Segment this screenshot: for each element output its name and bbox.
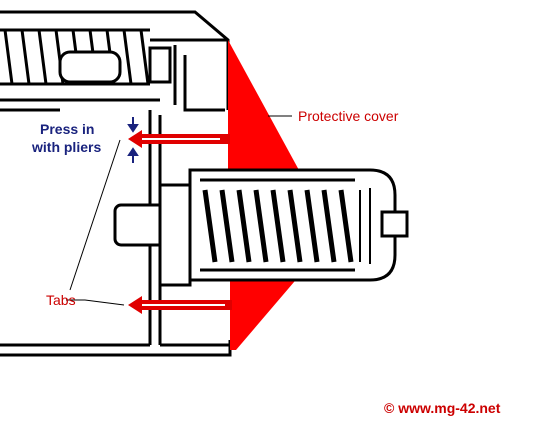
protective-cover-label: Protective cover [298,108,399,124]
press-in-label-line1: Press in [40,121,94,137]
leader-lines [66,115,292,306]
protective-cover-lower [230,275,300,350]
protective-cover-upper [228,40,300,172]
press-in-label-line2: with pliers [31,139,101,155]
spring-cap-lines [359,188,371,264]
lower-spring [202,189,354,263]
tab-arrow-upper [128,130,230,148]
spring-housing [188,168,409,282]
copyright-text: © www.mg-42.net [384,400,501,416]
tab-arrow-lower [128,296,232,314]
tabs-label: Tabs [46,292,76,308]
upper-spring [0,28,172,86]
piston [113,183,192,287]
press-arrows [127,117,139,163]
